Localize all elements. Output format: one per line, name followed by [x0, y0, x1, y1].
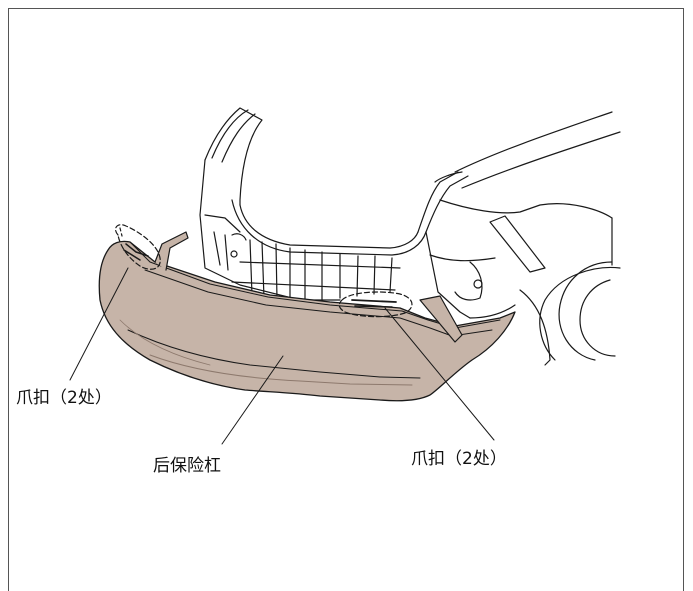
rear-bumper-label: 后保险杠: [153, 456, 221, 476]
clip-left-marker: [114, 224, 161, 270]
vehicle-body: [199, 107, 621, 366]
clip-left-label: 爪扣（2处）: [16, 388, 112, 408]
clip-right-marker: [338, 291, 413, 318]
rear-bumper: [98, 231, 516, 402]
figure-frame: [8, 8, 684, 591]
leader-line-center: [221, 355, 284, 445]
leader-line-right: [384, 307, 495, 441]
leader-line-left: [69, 267, 129, 381]
clip-right-label: 爪扣（2处）: [411, 449, 507, 469]
